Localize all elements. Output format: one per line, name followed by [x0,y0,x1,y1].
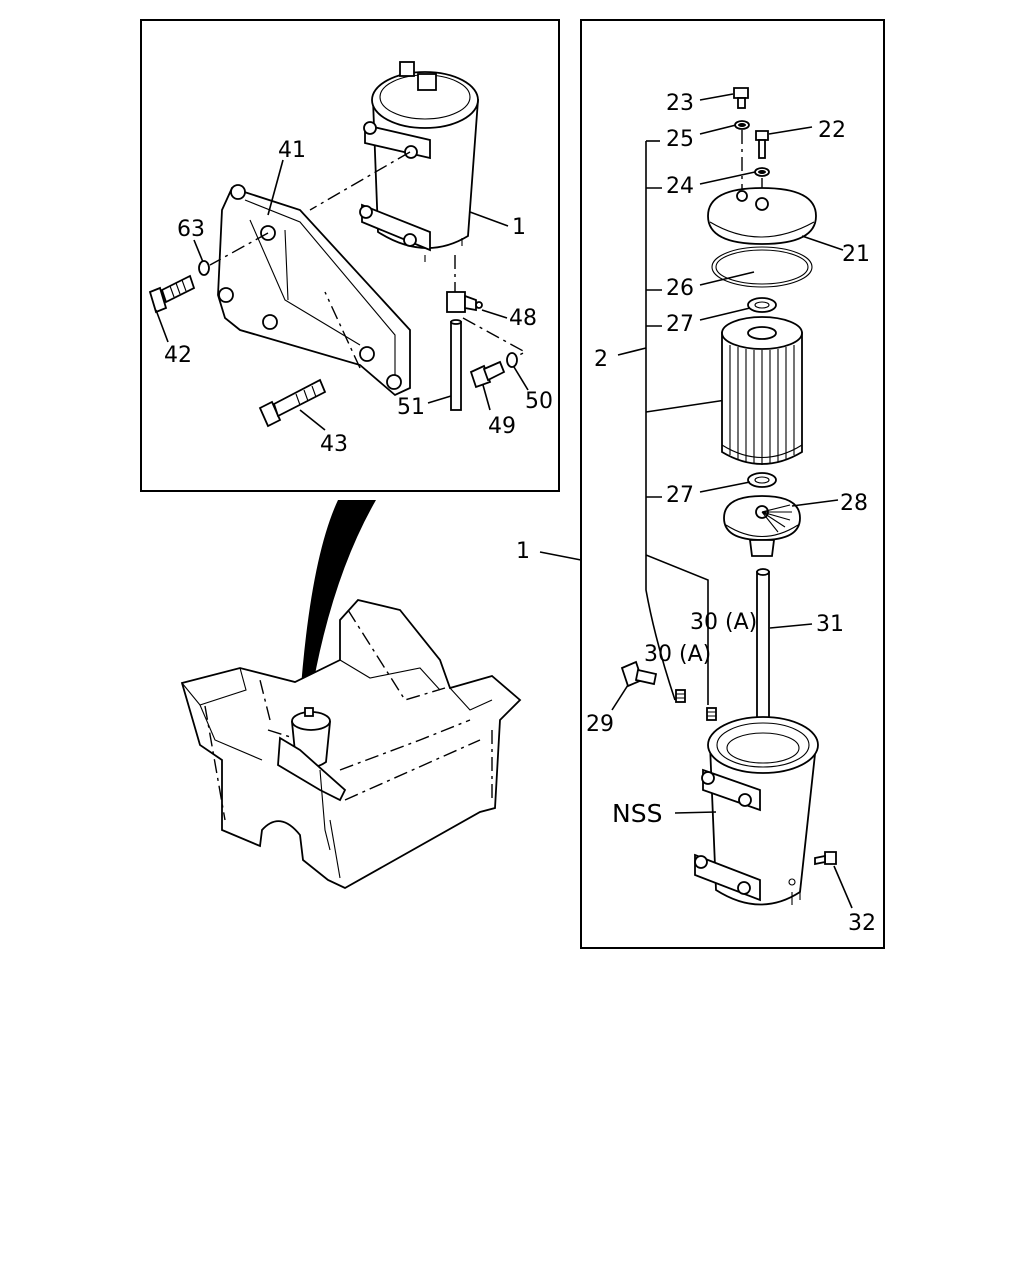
fitting-48-illustration [446,291,483,313]
callout-nss: NSS [612,799,662,828]
callout-inset-1: 1 [512,215,526,240]
washer-63 [198,260,210,276]
align-line-1 [309,151,411,211]
callout-26: 26 [666,276,694,301]
callout-27-top: 27 [666,312,694,337]
callout-49: 49 [488,414,516,439]
callout-43: 43 [320,432,348,457]
washer-25-hole [738,123,746,127]
callout-21: 21 [842,242,870,267]
callout-41: 41 [278,138,306,163]
washer-50 [506,352,518,368]
align-line-5 [324,291,361,369]
spring-30-right [706,707,717,721]
bolt-49-illustration [469,360,506,389]
callout-50: 50 [525,389,553,414]
callout-28: 28 [840,491,868,516]
callout-25: 25 [666,127,694,152]
callout-22: 22 [818,118,846,143]
right-leader-lines [539,93,853,909]
pipe-51-illustration [450,319,462,411]
filter-canister-illustration [359,61,479,262]
callout-42: 42 [164,343,192,368]
filter-element-illustration [721,316,803,465]
callout-30a-upper: 30 (A) [690,610,757,635]
bracket-tick-element [645,399,727,413]
callout-23: 23 [666,91,694,116]
callout-30a-lower: 30 (A) [644,642,711,667]
callout-63: 63 [177,217,205,242]
callout-27-bottom: 27 [666,483,694,508]
inset-frame [140,19,560,492]
bracket-ticks [646,187,662,498]
spring-30-left [675,689,686,703]
washer-27-bottom-hole [754,476,770,484]
bolt-23-illustration [733,87,749,109]
callout-31: 31 [816,612,844,637]
part-28-illustration [723,495,801,557]
bolt-29-illustration [620,660,658,688]
location-pointer [300,500,376,702]
mount-inset-panel: 1 41 63 42 43 48 50 49 51 [140,19,560,492]
right-frame [580,19,885,949]
bolt-42-illustration [148,274,196,314]
align-line-2 [209,232,269,266]
callout-2: 2 [594,347,608,372]
cover-21-illustration [707,187,817,245]
washer-27-bottom [747,472,777,488]
bolt-32-illustration [814,851,837,866]
callout-32: 32 [848,911,876,936]
shaft-31-illustration [756,568,770,723]
callout-1: 1 [516,539,530,564]
washer-27-top-hole [754,301,770,309]
washer-24-hole [758,170,766,174]
bolt-22-illustration [755,130,769,159]
exploded-filter-panel: 23 22 25 24 21 26 27 2 27 28 1 30 (A) 31… [516,19,885,949]
inset-leader-lines [155,159,529,431]
callout-48: 48 [509,306,537,331]
callout-29: 29 [586,712,614,737]
housing-nss-illustration [694,716,819,906]
bolt-43-illustration [258,378,327,428]
washer-27-top [747,297,777,313]
engine-location-view [180,500,522,890]
oring-26-illustration [711,246,813,288]
callout-51: 51 [397,395,425,420]
callout-24: 24 [666,174,694,199]
